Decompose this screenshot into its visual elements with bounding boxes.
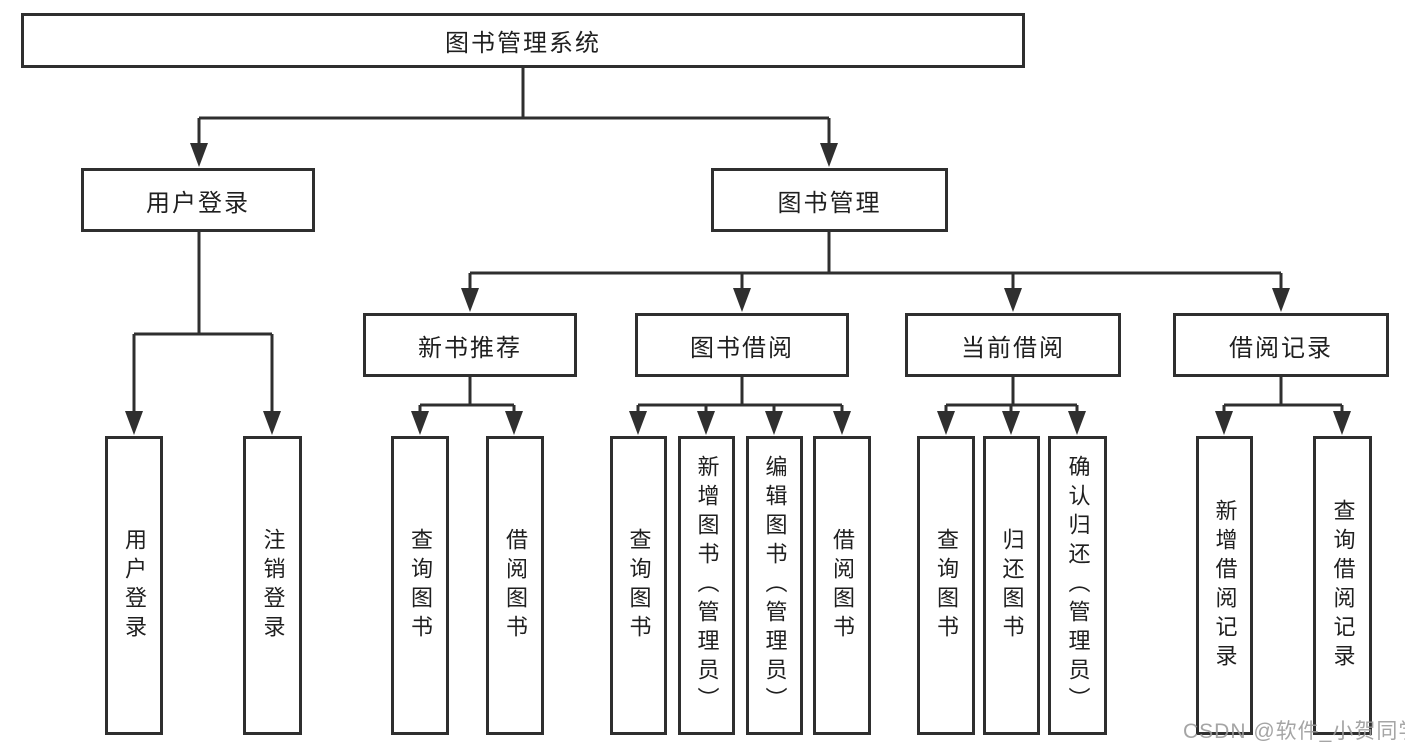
node-book-management: 图书管理 xyxy=(711,168,948,232)
leaf-return-books: 归还图书 xyxy=(983,436,1040,735)
leaf-logout: 注销登录 xyxy=(243,436,302,735)
node-label: 查询图书 xyxy=(626,527,652,644)
node-borrow-record: 借阅记录 xyxy=(1173,313,1389,377)
leaf-query-books-borrow: 查询图书 xyxy=(610,436,667,735)
leaf-edit-books-admin: 编辑图书（管理员） xyxy=(746,436,803,735)
leaf-query-borrow-record: 查询借阅记录 xyxy=(1313,436,1372,735)
leaf-borrow-books-recommend: 借阅图书 xyxy=(486,436,544,735)
node-label: 查询借阅记录 xyxy=(1330,498,1356,673)
node-label: 新增借阅记录 xyxy=(1212,498,1238,673)
node-book-borrow: 图书借阅 xyxy=(635,313,849,377)
node-label: 查询图书 xyxy=(934,527,959,644)
leaf-query-books-recommend: 查询图书 xyxy=(391,436,449,735)
node-label: 借阅记录 xyxy=(1229,334,1333,362)
leaf-borrow-books: 借阅图书 xyxy=(813,436,871,735)
csdn-watermark: CSDN @软件_小贺同学 xyxy=(1183,720,1405,743)
node-label: 用户登录 xyxy=(146,189,250,217)
node-label: 借阅图书 xyxy=(830,527,855,644)
node-label: 新书推荐 xyxy=(418,334,522,362)
leaf-user-login: 用户登录 xyxy=(105,436,163,735)
node-library-management-system: 图书管理系统 xyxy=(21,13,1025,68)
node-label: 图书管理 xyxy=(777,189,882,217)
node-user-login: 用户登录 xyxy=(81,168,315,232)
node-label: 确认归还（管理员） xyxy=(1065,455,1091,716)
leaf-add-borrow-record: 新增借阅记录 xyxy=(1196,436,1253,735)
node-label: 编辑图书（管理员） xyxy=(762,455,788,716)
node-label: 新增图书（管理员） xyxy=(694,455,720,716)
node-label: 归还图书 xyxy=(999,527,1025,644)
node-current-borrow: 当前借阅 xyxy=(905,313,1121,377)
leaf-confirm-return-admin: 确认归还（管理员） xyxy=(1048,436,1107,735)
node-label: 查询图书 xyxy=(408,527,433,644)
node-label: 图书借阅 xyxy=(690,334,794,362)
node-label: 当前借阅 xyxy=(961,334,1065,362)
node-label: 借阅图书 xyxy=(503,527,528,644)
node-label: 注销登录 xyxy=(260,527,286,644)
node-label: 用户登录 xyxy=(122,527,147,644)
node-label: 图书管理系统 xyxy=(445,30,601,57)
leaf-add-books-admin: 新增图书（管理员） xyxy=(678,436,735,735)
leaf-query-books-current: 查询图书 xyxy=(917,436,975,735)
node-new-book-recommend: 新书推荐 xyxy=(363,313,577,377)
